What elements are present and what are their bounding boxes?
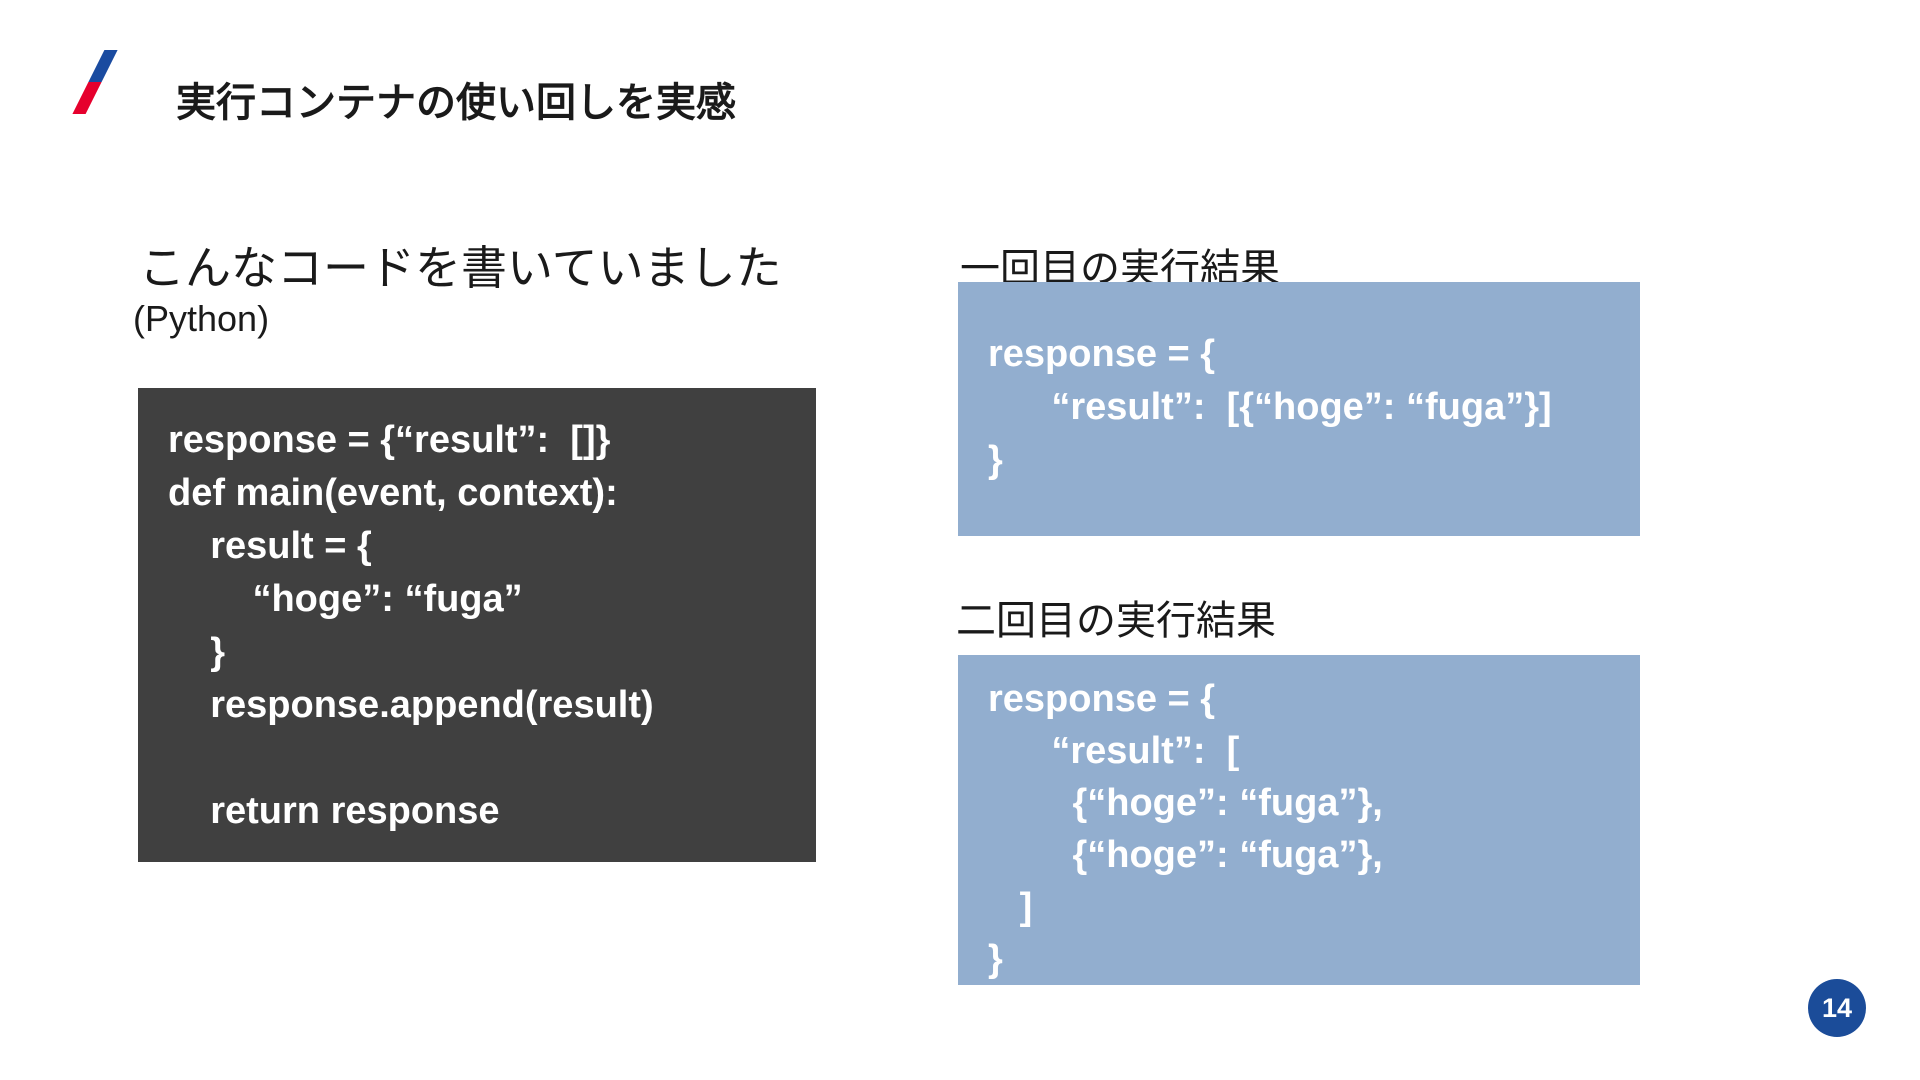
second-run-label: 二回目の実行結果 [956, 599, 1276, 643]
slash-logo-icon [72, 50, 118, 114]
first-run-result-text: response = { “result”: [{“hoge”: “fuga”}… [988, 333, 1552, 481]
left-heading: こんなコードを書いていました [139, 241, 782, 295]
left-subheading-language: (Python) [133, 298, 270, 339]
python-code-block: response = {“result”: []} def main(event… [138, 388, 816, 862]
first-run-result-block: response = { “result”: [{“hoge”: “fuga”}… [958, 282, 1640, 536]
slide-title: 実行コンテナの使い回しを実感 [176, 81, 736, 125]
second-run-result-text: response = { “result”: [ {“hoge”: “fuga”… [988, 678, 1383, 980]
page-number-badge: 14 [1808, 979, 1866, 1037]
python-code-text: response = {“result”: []} def main(event… [168, 419, 654, 832]
second-run-result-block: response = { “result”: [ {“hoge”: “fuga”… [958, 655, 1640, 985]
